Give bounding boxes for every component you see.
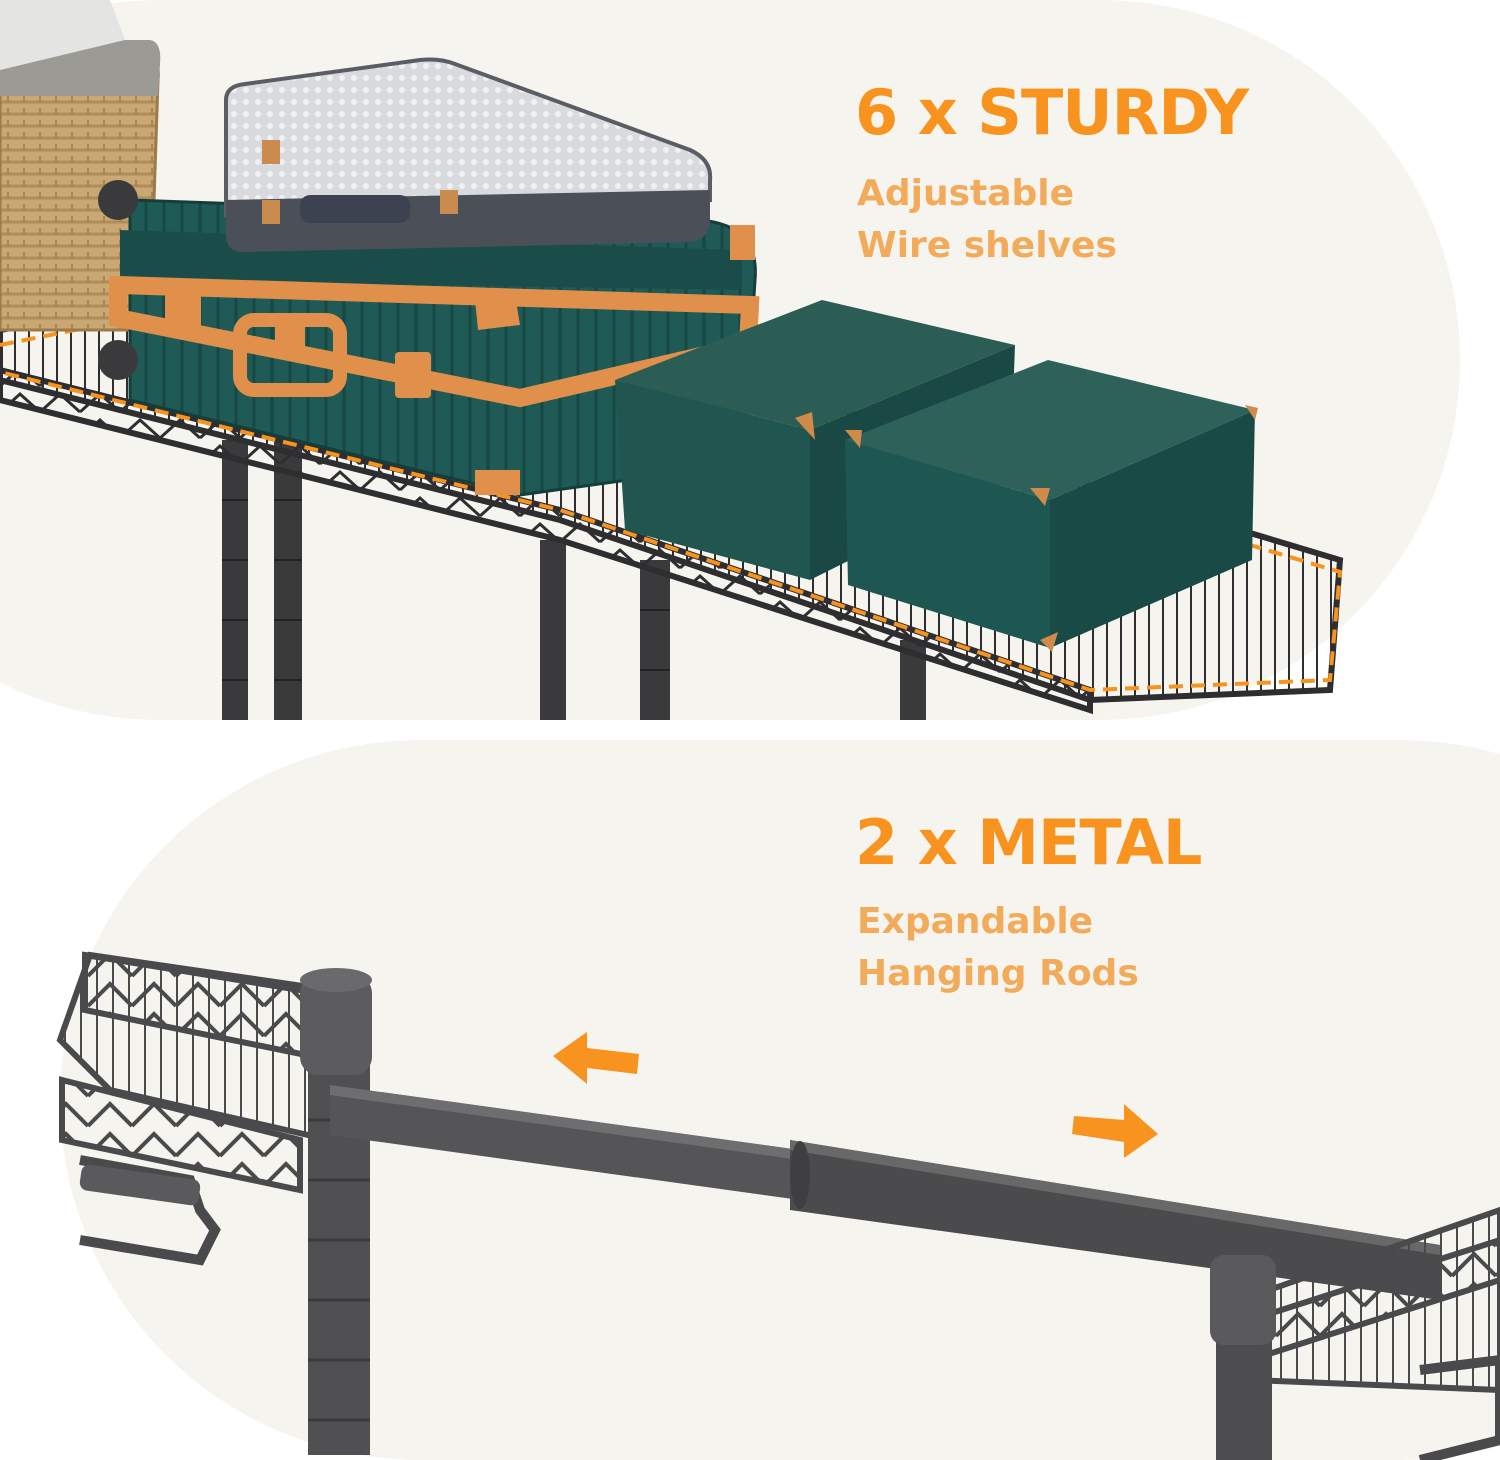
- panel-sturdy-shelves: 6 x STURDY Adjustable Wire shelves: [0, 0, 1500, 720]
- left-shelf-corner: [56, 951, 333, 1266]
- panel-hanging-rods: 2 x METAL Expandable Hanging Rods: [0, 740, 1500, 1460]
- expandable-rod: [330, 1085, 1440, 1300]
- wicker-basket: [0, 0, 161, 332]
- shelf-scene-illustration: [0, 0, 1500, 720]
- arrow-right-icon: [1072, 1104, 1158, 1158]
- headline-sturdy: 6 x STURDY: [855, 76, 1249, 149]
- shelf-posts: [222, 440, 926, 720]
- green-box-front: [845, 360, 1258, 652]
- headline-metal: 2 x METAL: [855, 806, 1202, 879]
- subline-wire-shelves: Wire shelves: [857, 225, 1117, 266]
- left-post: [300, 968, 372, 1455]
- hanging-rod-illustration: [0, 740, 1500, 1460]
- arrow-left-icon: [553, 1032, 639, 1084]
- subline-hanging-rods: Hanging Rods: [857, 953, 1139, 994]
- subline-expandable: Expandable: [857, 901, 1094, 942]
- right-shelf-corner: [1210, 1206, 1500, 1460]
- silver-suitcase: [224, 57, 713, 252]
- subline-adjustable: Adjustable: [857, 173, 1075, 214]
